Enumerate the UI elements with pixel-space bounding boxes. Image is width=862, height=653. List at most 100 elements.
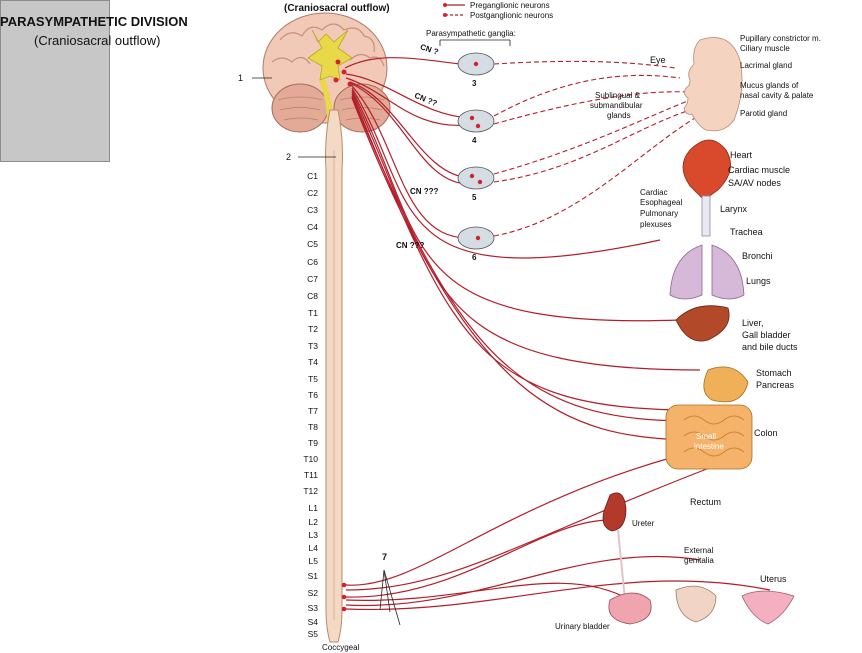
coccygeal-label: Coccygeal (322, 643, 360, 652)
liver-illustration (675, 305, 730, 342)
trachea-illustration (701, 195, 711, 237)
vertebra-label: L1 (308, 503, 318, 513)
diagram-subtitle: (Craniosacral outflow) (34, 33, 161, 48)
vertebra-label: S3 (307, 603, 318, 613)
vertebra-label: T3 (308, 341, 318, 351)
label-cardiac-muscle: Cardiac muscle (728, 165, 791, 175)
vertebra-label: L4 (308, 543, 318, 553)
label-lungs: Lungs (746, 276, 771, 286)
ganglion-number-6: 6 (472, 253, 477, 262)
callout-lines (252, 39, 511, 626)
vertebra-label: C5 (307, 239, 318, 249)
callout-7: 7 (382, 552, 388, 562)
callout-1: 1 (238, 73, 244, 83)
vertebra-label: T2 (308, 324, 318, 334)
label-pancreas: Pancreas (756, 380, 795, 390)
vertebra-label: C1 (307, 171, 318, 181)
genitalia-illustration (675, 585, 717, 623)
ganglion-number-4: 4 (472, 136, 477, 145)
vertebra-label: L5 (308, 556, 318, 566)
label-plexus-3: Pulmonary (640, 209, 679, 218)
top-caption: (Craniosacral outflow) (284, 3, 390, 14)
label-plexus-1: Cardiac (640, 188, 668, 197)
label-plexus-4: plexuses (640, 220, 672, 229)
diagram-title: PARASYMPATHETIC DIVISION (0, 14, 188, 29)
label-lacrimal: Lacrimal gland (740, 61, 793, 70)
label-external-genitalia-1: External (684, 546, 714, 555)
label-liver-3: and bile ducts (742, 342, 798, 352)
label-external-genitalia-2: genitalia (684, 556, 714, 565)
vertebra-label: T5 (308, 374, 318, 384)
vertebra-label: C3 (307, 205, 318, 215)
ganglia-label: Parasympathetic ganglia: (426, 29, 516, 38)
label-uterus: Uterus (760, 574, 787, 584)
label-rectum: Rectum (690, 497, 722, 507)
vertebra-label: C8 (307, 291, 318, 301)
vertebra-label: T6 (308, 390, 318, 400)
vertebra-label: T7 (308, 406, 318, 416)
label-bronchi: Bronchi (742, 251, 773, 261)
vertebra-label: T9 (308, 438, 318, 448)
label-sublingual-3: glands (607, 111, 631, 120)
label-eye: Eye (650, 55, 666, 65)
cn-label-5: CN ??? (410, 187, 439, 196)
callout-2: 2 (286, 152, 292, 162)
title-panel (0, 0, 110, 162)
stomach-illustration (703, 366, 749, 403)
sacral-preganglionic-fibers (345, 449, 771, 611)
label-small-intestine-2: intestine (694, 442, 724, 451)
label-sublingual-1: Sublingual & (595, 91, 640, 100)
vertebra-label: L3 (308, 530, 318, 540)
label-plexus-2: Esophageal (640, 198, 683, 207)
cranial-preganglionic-fibers (344, 57, 721, 441)
label-liver-2: Gall bladder (742, 330, 791, 340)
uterus-illustration (741, 590, 795, 625)
label-parotid: Parotid gland (740, 109, 788, 118)
ganglion-cells (469, 61, 483, 241)
vertebra-label: T4 (308, 357, 318, 367)
ganglion-number-5: 5 (472, 193, 477, 202)
vertebra-label: T1 (308, 308, 318, 318)
lungs-illustration (669, 244, 745, 300)
vertebra-label: T8 (308, 422, 318, 432)
legend-symbols (443, 3, 465, 17)
vertebra-label: S4 (307, 617, 318, 627)
vertebra-label: S2 (307, 588, 318, 598)
vertebra-label: S1 (307, 571, 318, 581)
bladder-illustration (608, 592, 652, 625)
ganglion-number-3: 3 (472, 79, 477, 88)
cranial-postganglionic-fibers (493, 60, 701, 237)
brainstem-nuclei (333, 59, 353, 87)
label-sublingual-2: submandibular (590, 101, 643, 110)
label-mucus-2: nasal cavity & palate (740, 91, 814, 100)
legend-preganglionic: Preganglionic neurons (470, 1, 550, 10)
vertebra-label: T12 (303, 486, 318, 496)
heart-illustration (682, 139, 731, 201)
vertebra-label: C4 (307, 222, 318, 232)
label-mucus-1: Mucus glands of (740, 81, 799, 90)
spinal-cord (325, 109, 343, 643)
label-larynx: Larynx (720, 204, 748, 214)
label-urinary-bladder: Urinary bladder (555, 622, 610, 631)
vertebra-label: S5 (307, 629, 318, 639)
vertebra-label: T10 (303, 454, 318, 464)
label-small-intestine-1: Small (696, 432, 717, 441)
vertebra-label: C2 (307, 188, 318, 198)
label-trachea: Trachea (730, 227, 763, 237)
sacral-nuclei (341, 582, 347, 612)
legend-postganglionic: Postganglionic neurons (470, 11, 554, 20)
label-colon: Colon (754, 428, 778, 438)
label-pupillary: Pupillary constrictor m. (740, 34, 821, 43)
vertebra-label: C6 (307, 257, 318, 267)
head-illustration (683, 37, 743, 132)
vertebra-label: L2 (308, 517, 318, 527)
cn-label-6: CN ??? (396, 241, 425, 250)
label-sa-av: SA/AV nodes (728, 178, 781, 188)
label-heart: Heart (730, 150, 753, 160)
intestine-illustration (665, 404, 753, 470)
vertebra-label: T11 (303, 470, 318, 480)
vertebra-label: C7 (307, 274, 318, 284)
label-stomach: Stomach (756, 368, 792, 378)
label-liver-1: Liver, (742, 318, 764, 328)
